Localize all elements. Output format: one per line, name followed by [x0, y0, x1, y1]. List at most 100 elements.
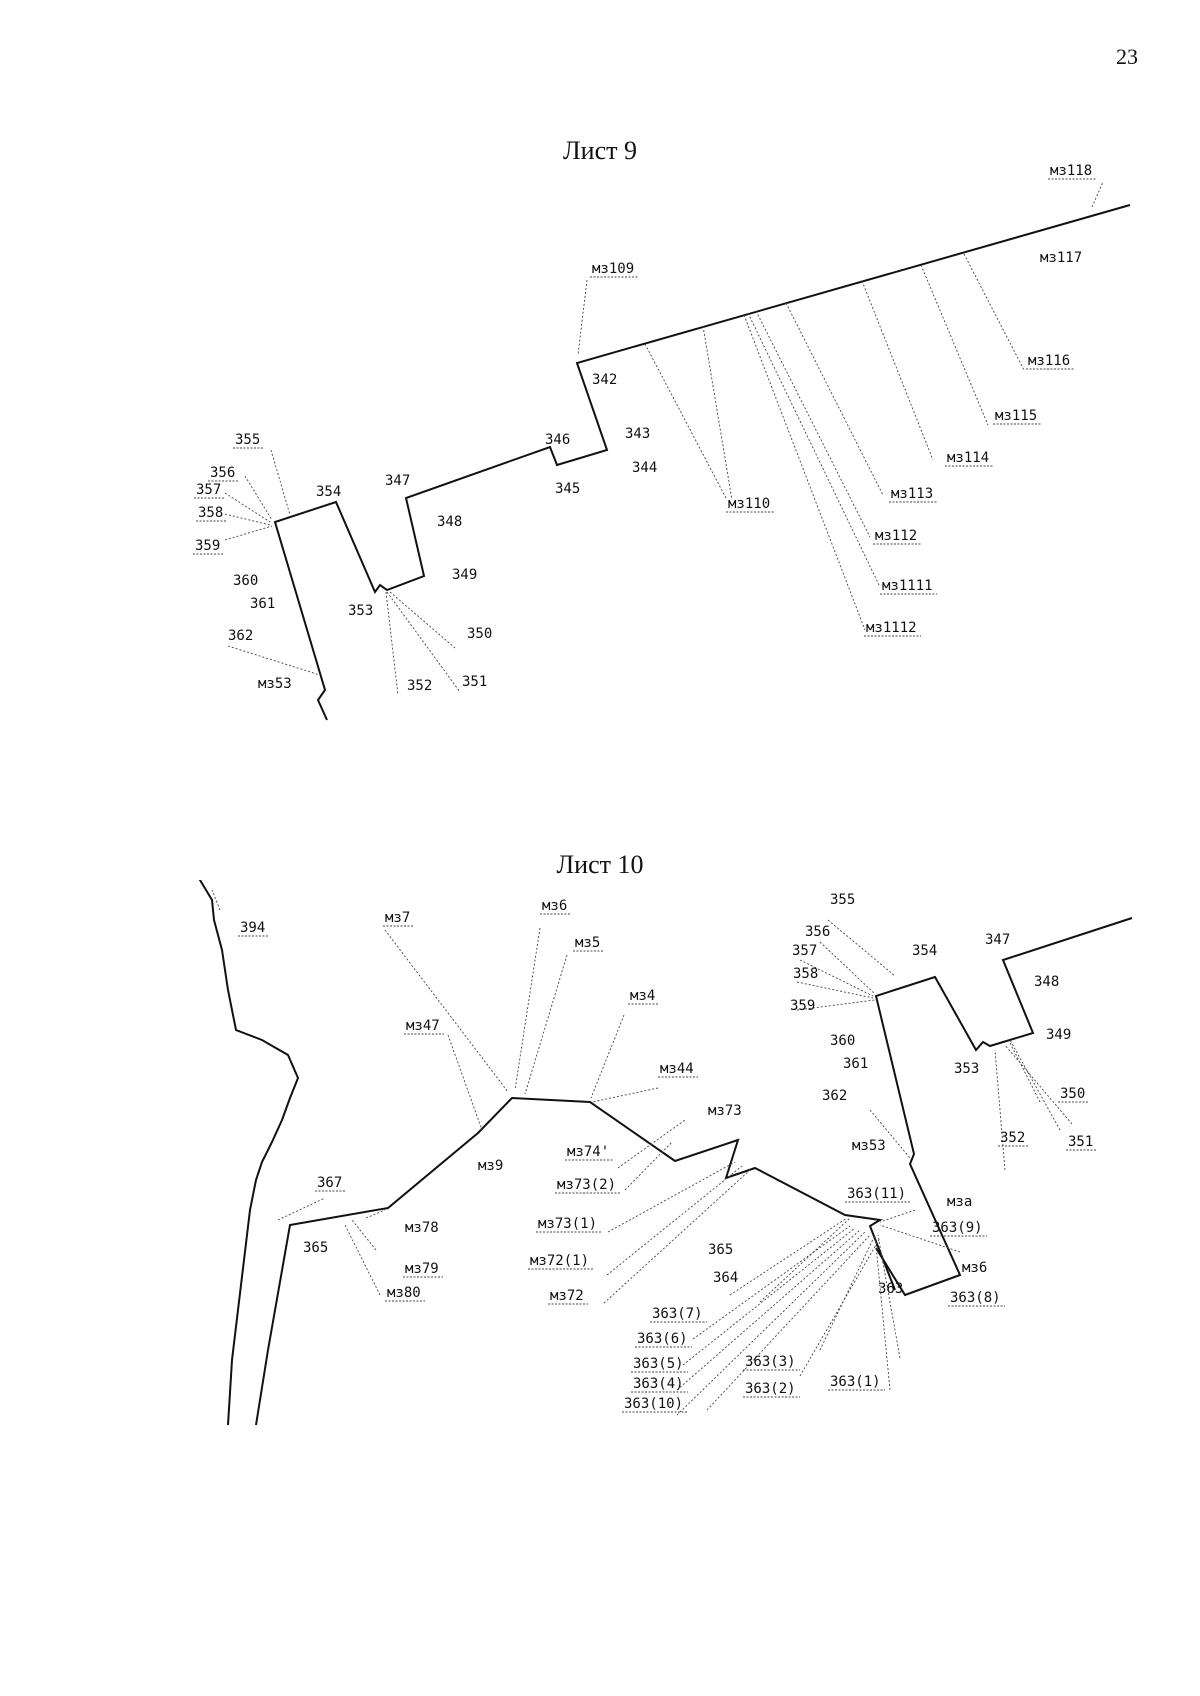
parcel-label: 342: [592, 372, 617, 388]
leader-line: [514, 927, 541, 1091]
leader-line: [874, 1234, 891, 1391]
leader-line: [819, 1234, 876, 1351]
parcel-label: 353: [954, 1061, 979, 1077]
parcel-label: мз6: [542, 898, 567, 914]
parcel-label: 359: [195, 538, 220, 554]
parcel-label: 348: [437, 514, 462, 530]
parcel-label: 351: [462, 674, 487, 690]
leader-line: [224, 513, 271, 526]
parcel-label: мз53: [852, 1138, 886, 1154]
parcel-label: мз73: [708, 1103, 742, 1119]
parcel-label: 367: [317, 1175, 342, 1191]
leader-line: [755, 310, 871, 538]
leader-line: [603, 1169, 751, 1304]
parcel-label: мз4: [630, 988, 655, 1004]
parcel-label: 357: [792, 943, 817, 959]
parcel-label: 348: [1034, 974, 1059, 990]
sheet-10-map: 394мз7мз6мз5мз4мз47мз44мз73мз74'мз73(2)м…: [198, 880, 1133, 1426]
parcel-label: мз74': [567, 1144, 609, 1160]
parcel-label: 363(9): [932, 1220, 983, 1236]
leader-line: [796, 999, 876, 1011]
parcel-label: мз1112: [866, 620, 917, 636]
parcel-label: 347: [385, 473, 410, 489]
parcel-label: 394: [240, 920, 265, 936]
parcel-label: 350: [467, 626, 492, 642]
parcel-label: 362: [822, 1088, 847, 1104]
parcel-label: мз72(1): [530, 1253, 589, 1269]
parcel-label: 357: [196, 482, 221, 498]
parcel-label: 364: [713, 1270, 738, 1286]
parcel-label: 358: [198, 505, 223, 521]
parcel-label: мз114: [947, 450, 989, 466]
leader-line: [224, 492, 271, 523]
leader-line: [682, 1227, 856, 1366]
leader-line: [577, 279, 588, 356]
parcel-label: мз44: [660, 1061, 694, 1077]
leader-line: [759, 1217, 851, 1303]
parcel-label: 355: [235, 432, 260, 448]
parcel-label: 359: [790, 998, 815, 1014]
coastline: [198, 880, 300, 1426]
parcel-label: 354: [912, 943, 937, 959]
leader-line: [796, 981, 874, 999]
leader-line: [877, 1234, 901, 1359]
leader-line: [644, 343, 728, 501]
leader-line: [617, 1119, 686, 1169]
parcel-label: 363(11): [847, 1186, 906, 1202]
parcel-label: 363(10): [624, 1396, 683, 1412]
parcel-label: мз118: [1050, 163, 1092, 179]
parcel-label: 356: [805, 924, 830, 940]
parcel-label: 352: [1000, 1130, 1025, 1146]
parcel-label: 363(8): [950, 1290, 1001, 1306]
sheet-10-title: Лист 10: [556, 850, 644, 879]
parcel-label: мз78: [405, 1220, 439, 1236]
leader-line: [1009, 1039, 1061, 1131]
parcel-label: 361: [250, 596, 275, 612]
leader-line: [879, 1209, 916, 1223]
leader-line: [607, 1161, 736, 1233]
parcel-label: 345: [555, 481, 580, 497]
boundary-line: [255, 1096, 896, 1426]
parcel-label: 363: [878, 1281, 903, 1297]
parcel-label: мз9: [478, 1158, 503, 1174]
parcel-label: 346: [545, 432, 570, 448]
parcel-label: 363(4): [633, 1376, 684, 1392]
leader-line: [606, 1165, 743, 1276]
leader-line: [743, 314, 866, 631]
page-number: 23: [1116, 44, 1138, 69]
leader-line: [211, 889, 221, 911]
leader-line: [963, 253, 1025, 371]
parcel-label: мз1111: [882, 578, 933, 594]
parcel-label: мза: [947, 1194, 972, 1210]
parcel-label: мз47: [406, 1018, 440, 1034]
parcel-label: 363(7): [652, 1306, 703, 1322]
boundary-line: [874, 917, 1133, 1297]
leader-line: [747, 312, 881, 588]
parcel-label: 355: [830, 892, 855, 908]
boundary-line: [273, 204, 1131, 721]
leader-line: [590, 1014, 625, 1099]
leader-line: [702, 325, 733, 501]
parcel-label: 361: [843, 1056, 868, 1072]
parcel-label: 360: [830, 1033, 855, 1049]
sheet-9-title: Лист 9: [563, 136, 637, 165]
leader-line: [389, 591, 456, 649]
leader-line: [386, 591, 461, 693]
leader-line: [351, 1219, 377, 1251]
parcel-label: мз113: [891, 486, 933, 502]
leader-line: [344, 1224, 381, 1296]
parcel-label: 363(5): [633, 1356, 684, 1372]
parcel-label: мз117: [1040, 250, 1082, 266]
parcel-label: мз115: [995, 408, 1037, 424]
parcel-label: мз72: [550, 1288, 584, 1304]
parcel-label: мз73(1): [538, 1216, 597, 1232]
leader-line: [799, 1237, 881, 1377]
parcel-label: 365: [708, 1242, 733, 1258]
leader-line: [1009, 1042, 1041, 1103]
leader-line: [270, 449, 291, 516]
leader-line: [224, 525, 273, 541]
parcel-label: мз112: [875, 528, 917, 544]
parcel-label: 358: [793, 966, 818, 982]
parcel-label: 363(1): [830, 1374, 881, 1390]
leader-line: [869, 1109, 911, 1159]
